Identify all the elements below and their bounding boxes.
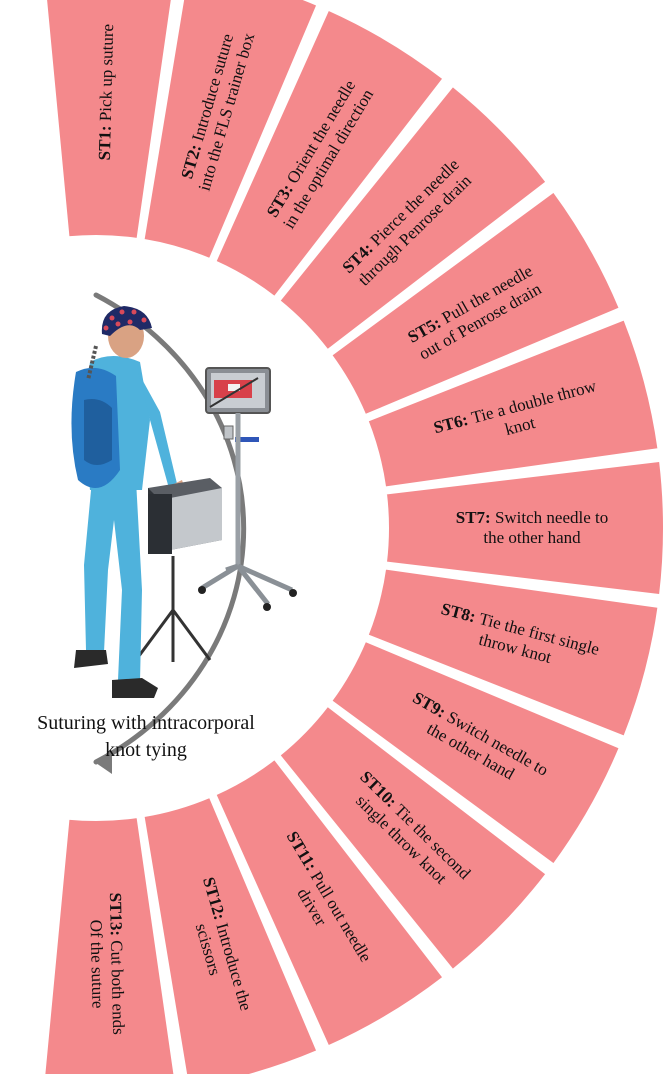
- step-label-1: ST1: Pick up suture: [95, 24, 117, 161]
- step-segment-13: [42, 815, 177, 1079]
- tripod-icon: [134, 556, 212, 662]
- progress-arc: [93, 292, 247, 765]
- step-segment-6: [366, 318, 660, 489]
- diagram-caption-line-2: knot tying: [105, 739, 187, 761]
- step-segment-5: [329, 190, 622, 417]
- step-segment-2: [142, 0, 319, 261]
- step-id-13: ST13:: [106, 892, 126, 940]
- step-segment-3: [214, 8, 445, 299]
- step-text-7-line-2: the other hand: [483, 528, 581, 547]
- monitor-stand-icon: [198, 367, 297, 611]
- step-text-13-line-2: Of the suture: [86, 920, 107, 1009]
- step-label-8: ST8: Tie the first singlethrow knot: [434, 599, 601, 678]
- surgeon-illustration: [71, 306, 297, 698]
- step-id-1: ST1:: [95, 121, 115, 161]
- step-text-7-line-1: Switch needle to: [495, 508, 608, 527]
- step-segment-9: [329, 639, 622, 866]
- diagram-caption-line-1: Suturing with intracorporal: [37, 712, 255, 734]
- step-text-1-line-1: Pick up suture: [96, 24, 117, 122]
- step-segment-10: [277, 704, 548, 972]
- surgeon-legs: [84, 480, 142, 682]
- step-id-7: ST7:: [456, 508, 495, 527]
- step-segment-8: [366, 567, 660, 738]
- step-segment-1: [45, 0, 173, 241]
- arc-arrowhead-icon: [96, 752, 112, 774]
- trainer-box-icon: [148, 478, 222, 554]
- step-text-13-line-1: Cut both ends: [107, 940, 128, 1035]
- step-segment-7: [384, 459, 665, 597]
- step-segment-11: [214, 757, 445, 1048]
- step-segment-4: [277, 84, 548, 352]
- step-label-13: ST13: Cut both endsOf the suture: [86, 892, 128, 1035]
- eeg-cap-icon: [101, 306, 152, 336]
- step-segment-12: [142, 795, 319, 1079]
